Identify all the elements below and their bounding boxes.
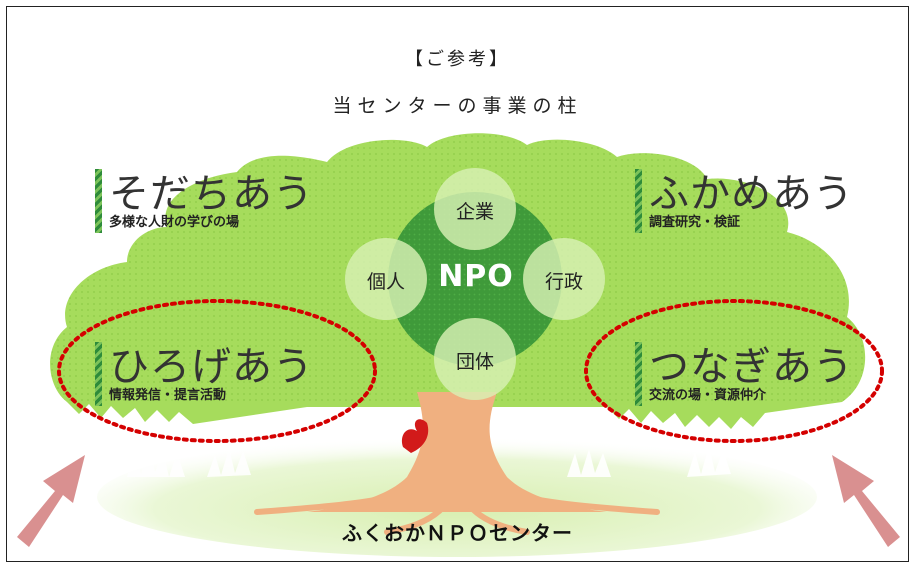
circle-bottom: [434, 318, 516, 400]
pillar-name: つなぎあう: [649, 344, 854, 390]
pillar-bar: [95, 342, 102, 406]
circle-top: [434, 168, 516, 250]
footer-logo-text: ふくおかＮＰＯセンター: [342, 521, 573, 545]
pillar-name: そだちあう: [109, 171, 314, 217]
grass: [127, 446, 731, 477]
circle-right: [523, 238, 605, 320]
highlight-ellipse-right: [584, 299, 884, 443]
npo-core-label: NPO: [438, 259, 514, 294]
circle-left: [345, 238, 427, 320]
pillar-desc: 交流の場・資源仲介: [649, 388, 767, 403]
tree-illustration: [17, 133, 900, 557]
canopy-fringe: [67, 402, 842, 429]
tree-trunk: [307, 392, 607, 512]
pillar-bar: [95, 169, 102, 233]
header-title: 【ご参考】: [405, 49, 510, 70]
pillar-bar: [635, 169, 642, 233]
red-bird-icon: [401, 419, 429, 453]
tree-roots: [254, 484, 660, 535]
arrow-up-right-icon: [17, 455, 85, 547]
pillar-bar: [635, 342, 642, 406]
pillar-desc: 多様な人財の学びの場: [109, 215, 240, 230]
diagram-frame: 【ご参考】 当センターの事業の柱 そだちあう 多様な人財の学びの場 ふかめあう …: [6, 6, 909, 562]
pillar-desc: 情報発信・提言活動: [109, 388, 227, 403]
center-bottom-label: 団体: [455, 351, 494, 373]
center-right-label: 行政: [544, 271, 583, 293]
arrow-up-left-icon: [832, 455, 900, 547]
header-subtitle: 当センターの事業の柱: [332, 95, 583, 117]
pillar-desc: 調査研究・検証: [649, 215, 741, 230]
pillar-name: ふかめあう: [649, 171, 854, 217]
highlight-ellipse-left: [57, 299, 377, 443]
pillar-name: ひろげあう: [109, 344, 314, 390]
center-top-label: 企業: [455, 201, 494, 223]
center-left-label: 個人: [366, 271, 405, 293]
npo-core-circle: [388, 192, 562, 366]
